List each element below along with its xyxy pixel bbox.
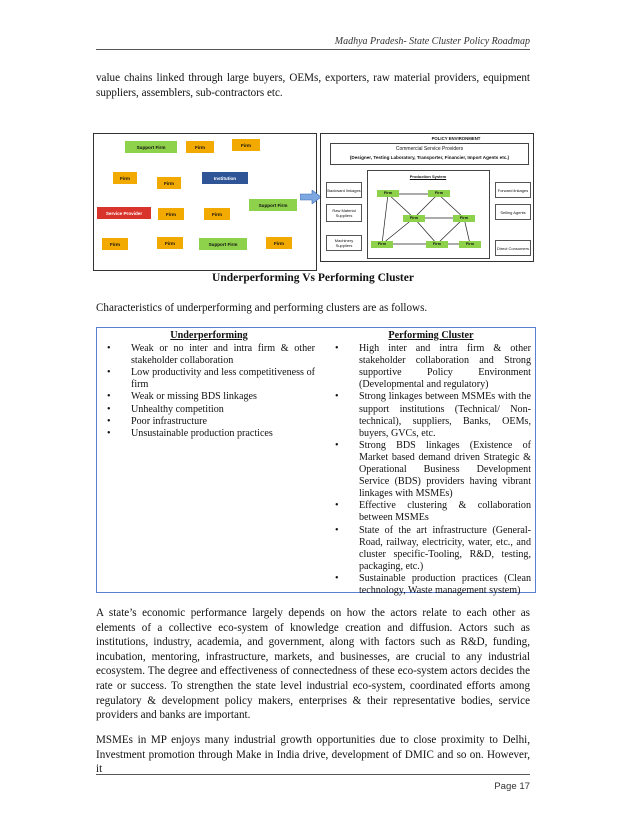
firm-box: Firm: [158, 208, 184, 220]
firm-node: Firm: [453, 215, 475, 222]
page-number: Page 17: [494, 781, 530, 792]
list-item: Unsustainable production practices: [103, 428, 315, 440]
machinery-box: Machinery Suppliers: [326, 235, 362, 251]
running-header: Madhya Pradesh- State Cluster Policy Roa…: [334, 36, 530, 47]
institution-box: Institution: [202, 172, 248, 184]
production-system-box: Production System Firm Firm Firm Firm Fi…: [367, 170, 490, 259]
firm-box: Firm: [113, 172, 137, 184]
firm-box: Firm: [102, 238, 128, 250]
list-item: Poor infrastructure: [103, 416, 315, 428]
list-item: Weak or no inter and intra firm & other …: [103, 343, 315, 367]
firm-node: Firm: [377, 190, 399, 197]
direct-consumers-box: Direct Consumers: [495, 240, 531, 256]
list-item: Unhealthy competition: [103, 404, 315, 416]
body-paragraph: A state’s economic performance largely d…: [96, 607, 530, 722]
service-provider-box: Service Provider: [97, 207, 151, 219]
firm-node: Firm: [459, 241, 481, 248]
forward-linkages-box: Forward linkages: [495, 182, 531, 198]
csp-subtitle: (Designer, Testing Laboratory, Transport…: [349, 155, 510, 160]
production-label: Production System: [409, 174, 447, 179]
firm-box: Firm: [266, 237, 292, 249]
lead-sentence: Characteristics of underperforming and p…: [96, 302, 428, 314]
support-firm-box: Support Firm: [125, 141, 177, 153]
backward-linkages-box: Backward linkages: [326, 182, 362, 198]
support-firm-box: Support Firm: [249, 199, 297, 211]
performing-heading: Performing Cluster: [388, 330, 474, 341]
firm-box: Firm: [204, 208, 230, 220]
firm-box: Firm: [232, 139, 260, 151]
firm-box: Firm: [157, 177, 181, 189]
intro-paragraph: value chains linked through large buyers…: [96, 72, 530, 99]
list-item: Low productivity and less competitivenes…: [103, 367, 315, 391]
transition-arrow-icon: [300, 190, 322, 204]
body-paragraph: MSMEs in MP enjoys many industrial growt…: [96, 734, 530, 776]
header-rule: [96, 49, 530, 50]
underperforming-heading: Underperforming: [170, 330, 248, 341]
comparison-table: Underperforming Weak or no inter and int…: [96, 327, 536, 596]
list-item: Weak or missing BDS linkages: [103, 391, 315, 403]
figure-caption: Underperforming Vs Performing Cluster: [212, 272, 414, 284]
raw-material-box: Raw Material Suppliers: [326, 204, 362, 222]
firm-node: Firm: [428, 190, 450, 197]
underperforming-cluster-diagram: Support Firm Firm Firm Firm Firm Institu…: [93, 133, 317, 271]
list-item: High inter and intra firm & other stakeh…: [331, 343, 531, 391]
list-item: Strong linkages between MSMEs with the s…: [331, 391, 531, 439]
firm-box: Firm: [157, 237, 183, 249]
firm-box: Firm: [186, 141, 214, 153]
csp-title: Commercial Service Providers: [395, 145, 464, 152]
csp-box: Commercial Service Providers (Designer, …: [330, 143, 529, 165]
firm-node: Firm: [403, 215, 425, 222]
firm-node: Firm: [426, 241, 448, 248]
list-item: State of the art infrastructure (General…: [331, 525, 531, 573]
policy-environment-label: POLICY ENVIRONMENT: [431, 135, 481, 141]
support-firm-box: Support Firm: [199, 238, 247, 250]
list-item: Effective clustering & collaboration bet…: [331, 500, 531, 524]
selling-agents-box: Selling Agents: [495, 204, 531, 220]
list-item: Strong BDS linkages (Existence of Market…: [331, 440, 531, 500]
underperforming-column: Underperforming Weak or no inter and int…: [103, 328, 315, 440]
footer-rule: [96, 774, 530, 775]
performing-column: Performing Cluster High inter and intra …: [331, 328, 531, 597]
performing-cluster-diagram: POLICY ENVIRONMENT Commercial Service Pr…: [320, 133, 534, 262]
list-item: Sustainable production practices (Clean …: [331, 573, 531, 597]
firm-node: Firm: [371, 241, 393, 248]
